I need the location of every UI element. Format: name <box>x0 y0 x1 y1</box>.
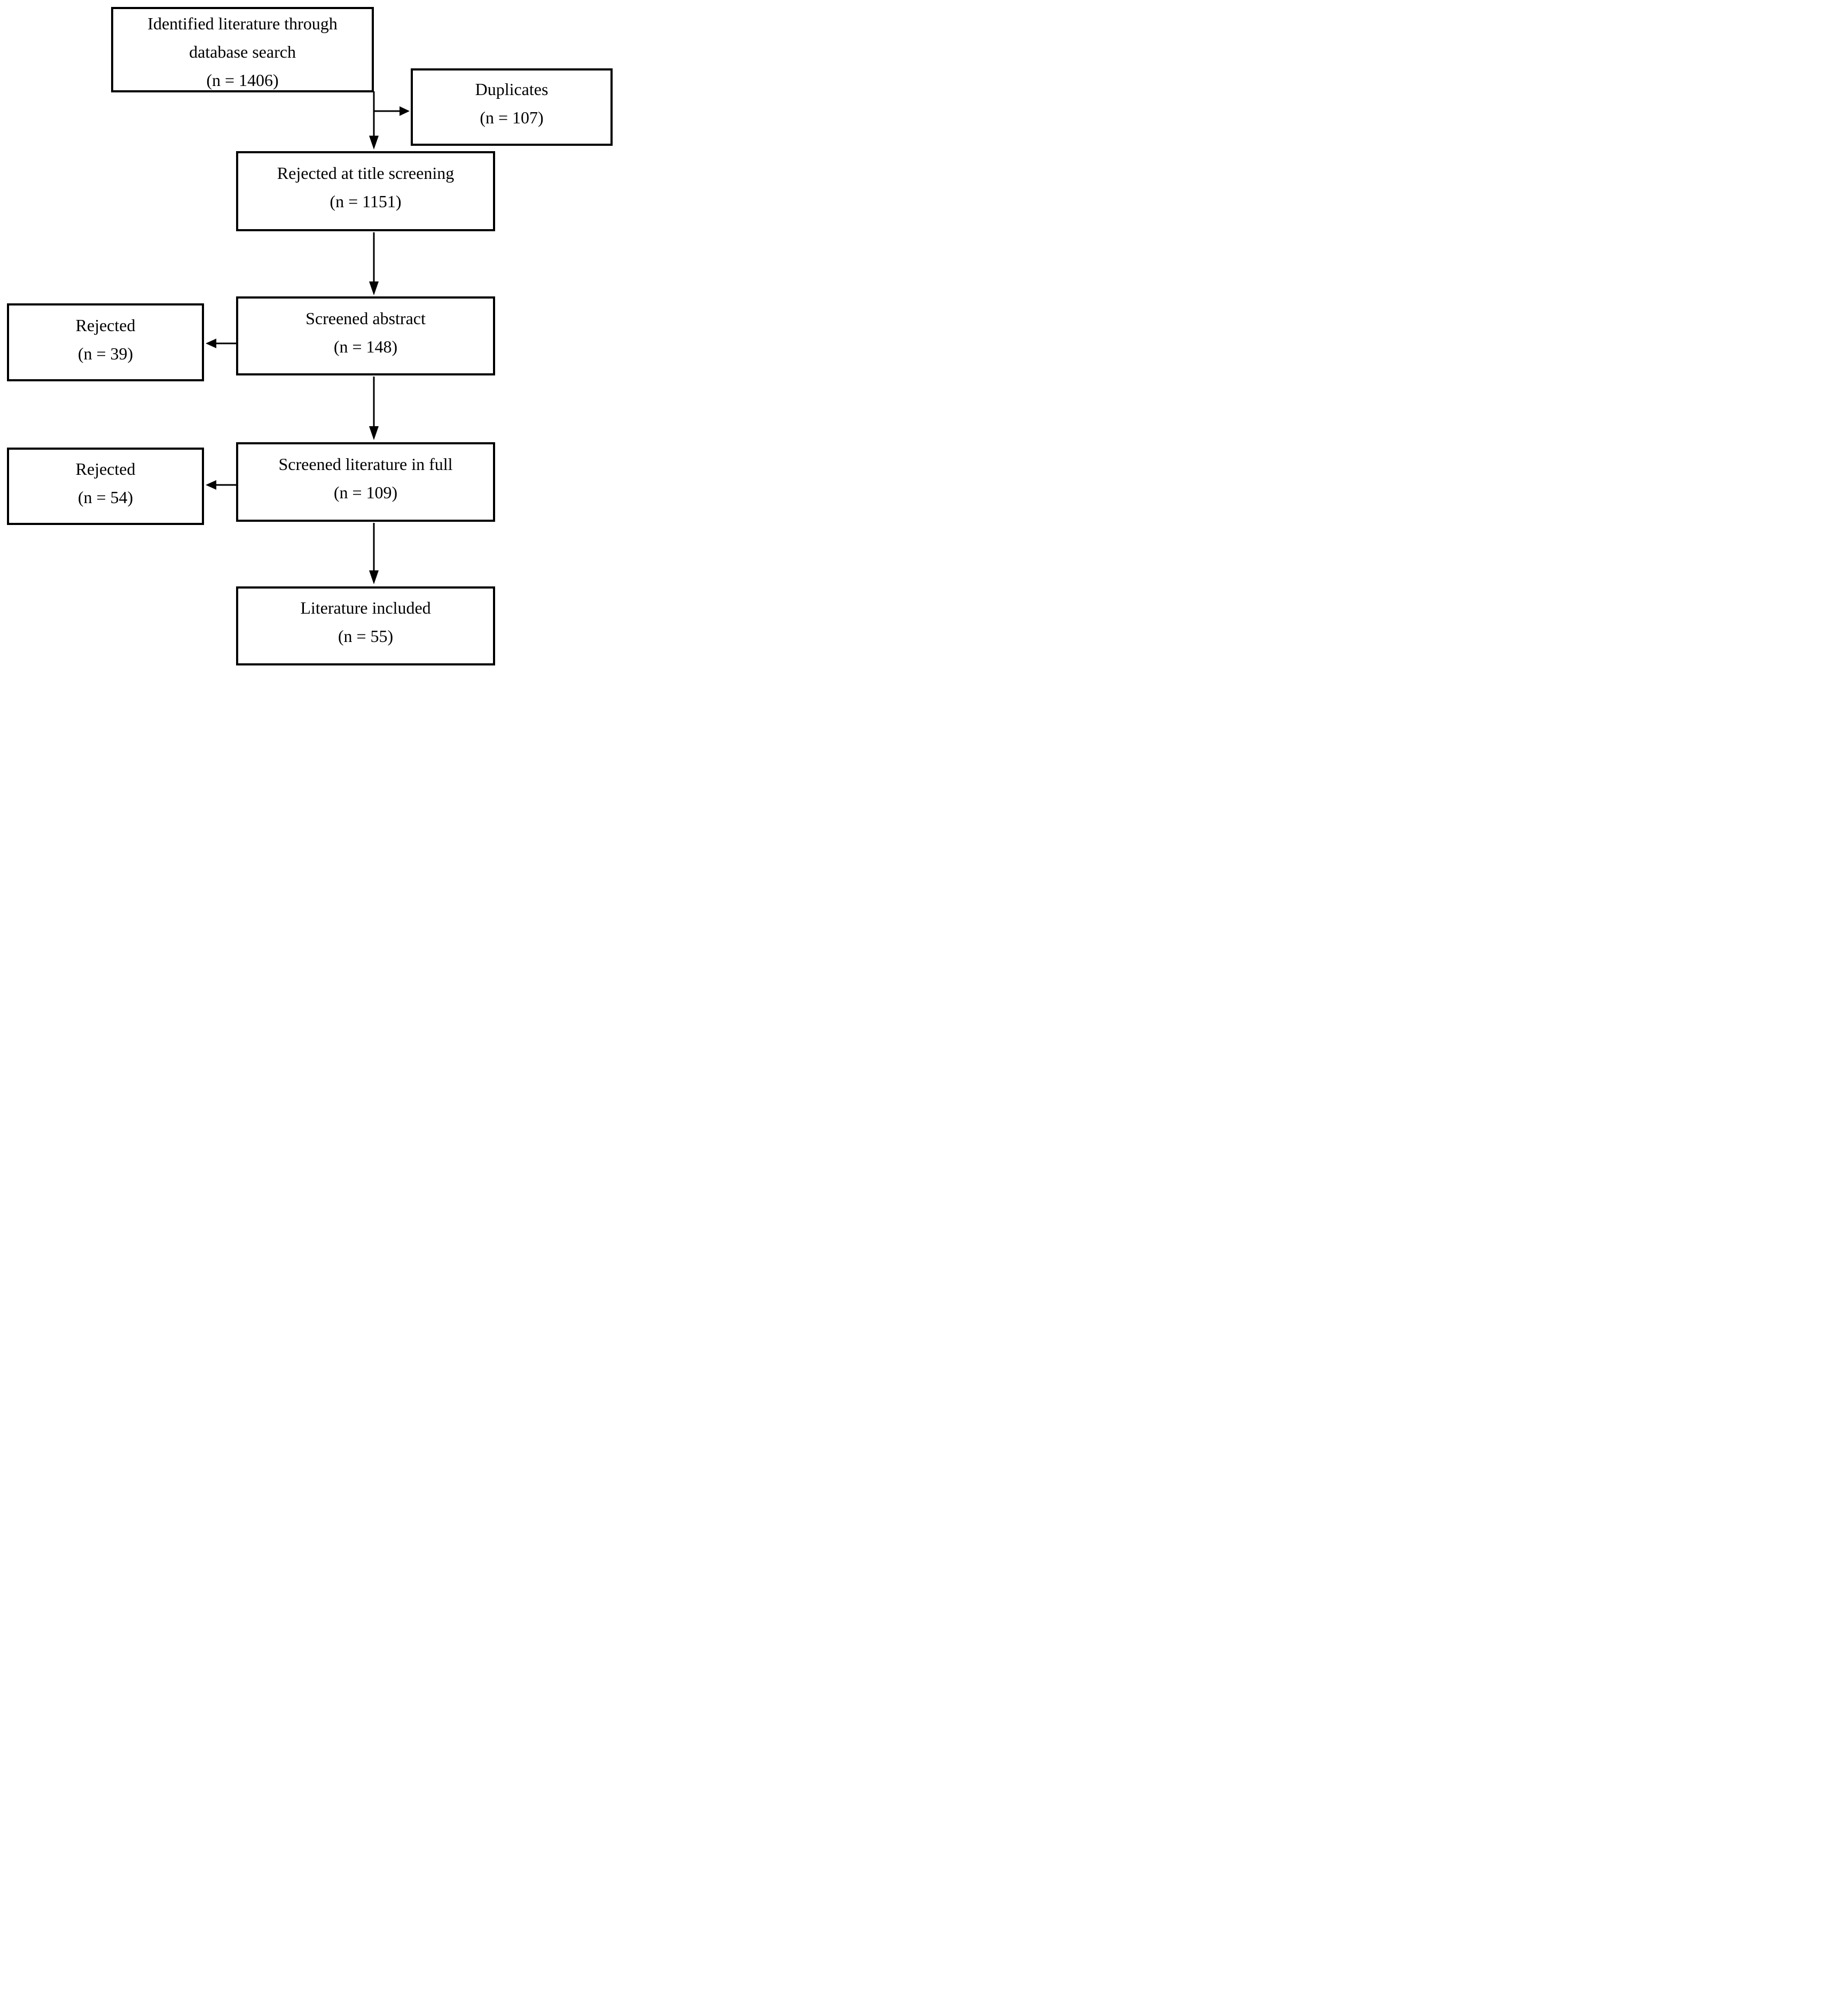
arrow-full-to-rejected <box>206 480 237 490</box>
node-screened-full: Screened literature in full (n = 109) <box>236 442 495 522</box>
node-label: Identified literature through <box>147 14 338 33</box>
node-count: (n = 54) <box>77 488 134 507</box>
node-rejected-title-screening: Rejected at title screening (n = 1151) <box>236 151 495 231</box>
node-label: Duplicates <box>475 80 549 99</box>
node-count: (n = 55) <box>338 626 394 646</box>
node-count: (n = 1151) <box>330 192 402 211</box>
node-label: database search <box>189 42 296 61</box>
arrow-full-to-included <box>369 523 379 584</box>
node-count: (n = 109) <box>333 483 398 502</box>
node-identified-literature: Identified literature through database s… <box>111 7 374 92</box>
arrow-identified-to-duplicates <box>374 106 410 116</box>
node-duplicates: Duplicates (n = 107) <box>411 68 613 146</box>
node-label: Rejected <box>75 459 136 479</box>
arrow-abstract-to-rejected <box>206 339 237 348</box>
prisma-flow-diagram: Identified literature through database s… <box>0 0 616 671</box>
node-rejected-full: Rejected (n = 54) <box>7 448 204 525</box>
node-label: Rejected <box>75 316 136 335</box>
node-count: (n = 39) <box>77 344 134 363</box>
node-label: Rejected at title screening <box>277 163 455 183</box>
flow-arrows <box>206 91 410 584</box>
node-label: Screened literature in full <box>278 454 453 474</box>
node-literature-included: Literature included (n = 55) <box>236 586 495 665</box>
arrow-identified-to-title-screening <box>369 91 379 150</box>
node-screened-abstract: Screened abstract (n = 148) <box>236 296 495 375</box>
arrow-abstract-to-full <box>369 377 379 440</box>
arrow-title-screening-to-abstract <box>369 232 379 295</box>
node-count: (n = 148) <box>333 337 398 356</box>
node-count: (n = 1406) <box>206 70 279 90</box>
node-label: Literature included <box>300 598 431 617</box>
node-count: (n = 107) <box>480 108 544 127</box>
node-rejected-abstract: Rejected (n = 39) <box>7 303 204 381</box>
node-label: Screened abstract <box>306 309 426 328</box>
